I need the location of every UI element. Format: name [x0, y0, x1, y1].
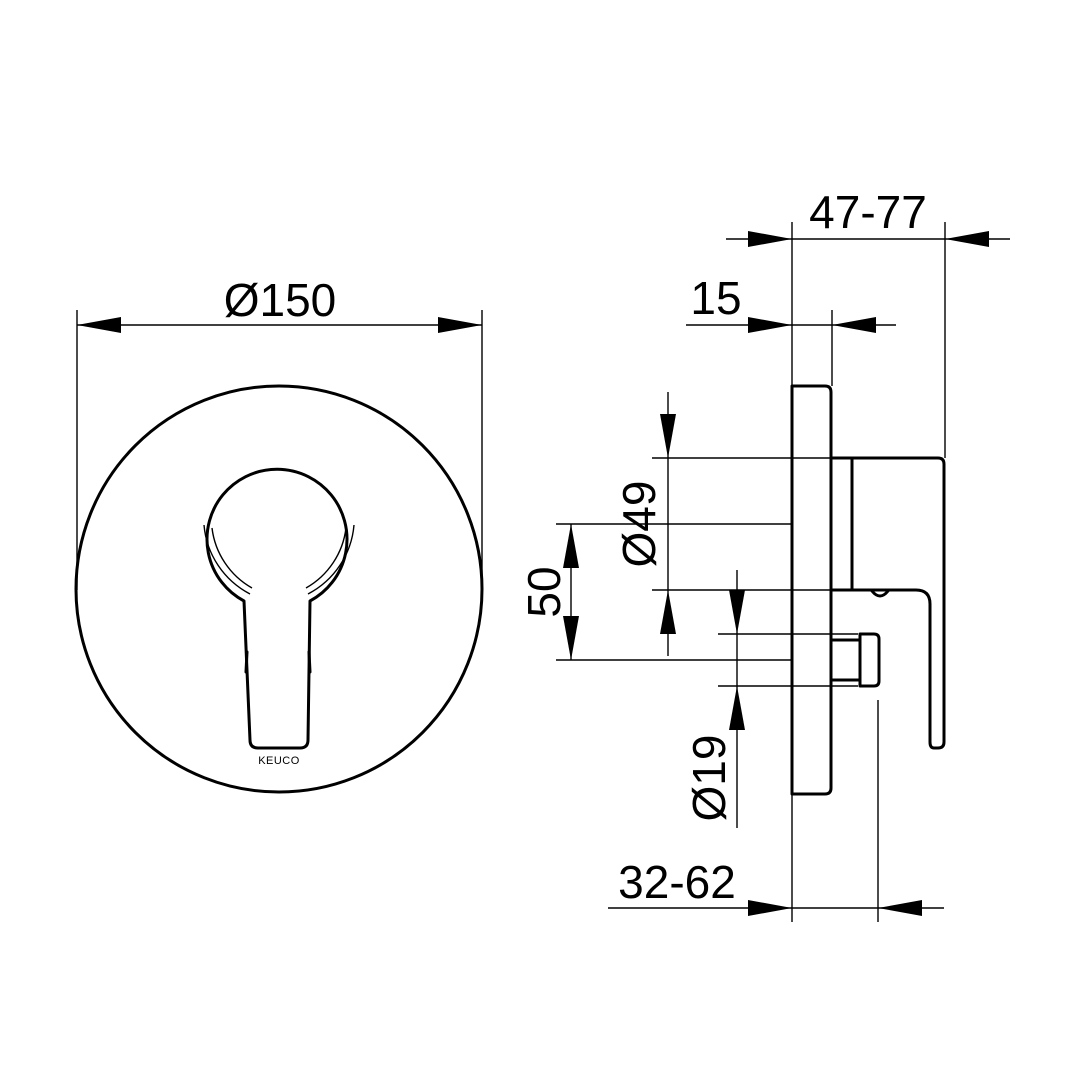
- depth-bottom-label: 32-62: [618, 856, 736, 908]
- overall-diameter-label: Ø150: [224, 274, 337, 326]
- cover-plate-profile: [790, 384, 833, 796]
- dimension-depth-bottom: 32-62: [608, 856, 944, 916]
- diverter-knob-profile: [829, 632, 881, 688]
- dimension-diverter-diameter: Ø19: [683, 570, 858, 828]
- plate-thickness-label: 15: [690, 272, 741, 324]
- lever-shadow-right: [307, 650, 312, 674]
- dimension-plate-thickness: 15: [686, 272, 896, 333]
- rotation-guide: [203, 524, 355, 595]
- dimension-overall-diameter: Ø150: [76, 274, 483, 590]
- center-offset-label: 50: [518, 566, 570, 617]
- cover-plate: [74, 384, 484, 794]
- lever-profile: [850, 456, 946, 750]
- lever-handle: [205, 467, 349, 750]
- handle-hub-profile: [829, 456, 854, 592]
- lever-notch: [870, 589, 890, 598]
- lever-shadow-left: [244, 650, 249, 674]
- front-view: Ø150 KEUCO: [74, 274, 484, 794]
- dimension-center-offset: 50: [518, 523, 792, 661]
- depth-top-label: 47-77: [809, 186, 927, 238]
- side-view: 47-77 15 Ø49 50: [518, 186, 1010, 922]
- brand-logo: KEUCO: [258, 755, 300, 767]
- dimension-depth-top: 47-77: [726, 186, 1010, 247]
- diverter-diameter-label: Ø19: [683, 735, 735, 822]
